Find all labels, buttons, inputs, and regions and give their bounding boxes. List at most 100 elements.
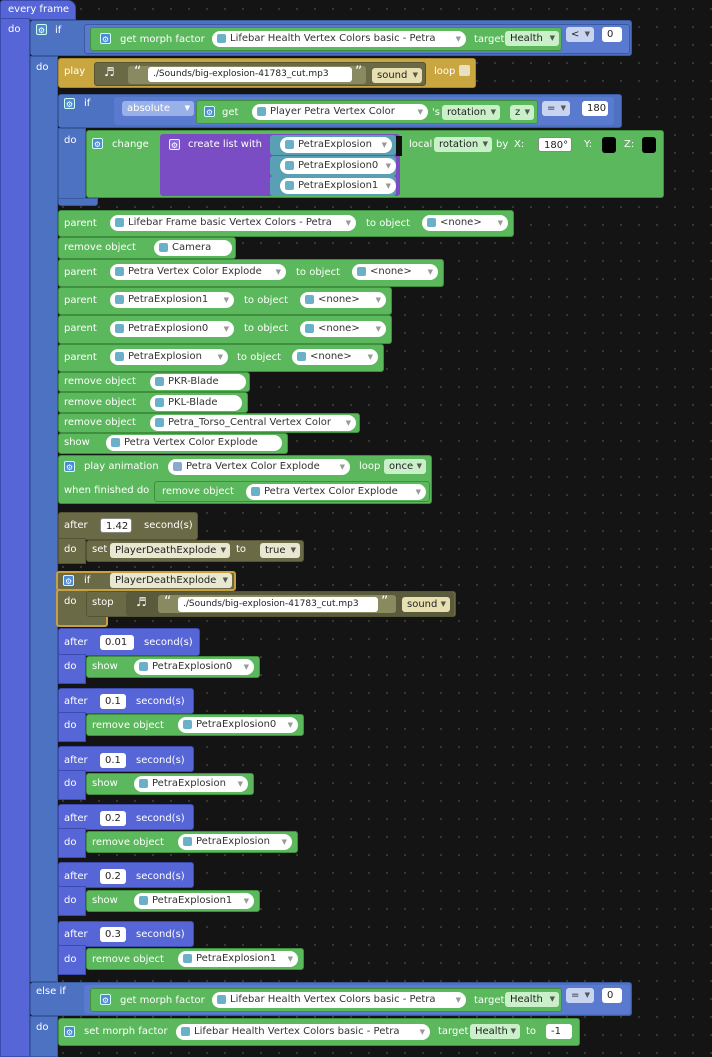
object-icon <box>115 218 124 227</box>
show-explosion1-dropdown[interactable]: PetraExplosion1▼ <box>134 893 254 909</box>
remove-object-label-5: remove object <box>162 486 234 497</box>
parent-label-5: parent <box>64 352 97 363</box>
y-empty-slot[interactable] <box>602 137 616 153</box>
lifebar-frame-dropdown[interactable]: Lifebar Frame basic Vertex Colors - Petr… <box>110 215 356 231</box>
t001-input[interactable]: 0.01 <box>100 635 134 650</box>
petra-explosion0-text: PetraExplosion0 <box>298 160 379 171</box>
none-dropdown-3[interactable]: <none>▼ <box>300 292 386 308</box>
after-03-block[interactable] <box>58 921 194 947</box>
zero-input[interactable]: 0 <box>602 27 622 42</box>
object-icon <box>297 352 306 361</box>
list-end-notch <box>396 136 402 156</box>
set-lifebar-dropdown[interactable]: Lifebar Health Vertex Colors basic - Pet… <box>176 1024 430 1040</box>
remove-explosion-dropdown[interactable]: PetraExplosion▼ <box>178 834 292 850</box>
petra-explosion0-dropdown[interactable]: PetraExplosion0▼ <box>280 158 396 174</box>
after-01-block[interactable] <box>58 688 194 714</box>
pkl-blade-dropdown[interactable]: PKL-Blade <box>150 395 242 411</box>
once-dropdown[interactable]: once▼ <box>384 459 426 474</box>
show-vertex-explode-dropdown[interactable]: Petra Vertex Color Explode <box>106 435 282 451</box>
get-gear-icon[interactable]: ⚙ <box>204 106 215 117</box>
petra-explosion1-dropdown[interactable]: PetraExplosion1▼ <box>280 178 396 194</box>
t142-input[interactable]: 1.42 <box>100 518 132 533</box>
inner-if-gear-icon[interactable]: ⚙ <box>64 98 75 109</box>
after-do-label-2: do <box>64 661 77 672</box>
anim-dropdown[interactable]: Petra Vertex Color Explode▼ <box>168 459 350 475</box>
else-get-morph-gear-icon[interactable]: ⚙ <box>100 994 111 1005</box>
op-lt-dropdown[interactable]: <▼ <box>566 27 594 42</box>
sound-dropdown[interactable]: sound▼ <box>372 68 422 83</box>
if-death-gear-icon[interactable]: ⚙ <box>63 575 74 586</box>
loop-checkbox[interactable] <box>459 65 470 76</box>
op-eq-dropdown[interactable]: =▼ <box>542 101 570 116</box>
show-explosion0-dropdown[interactable]: PetraExplosion0▼ <box>134 659 254 675</box>
none-dropdown-4[interactable]: <none>▼ <box>300 321 386 337</box>
object-icon <box>155 398 164 407</box>
show-label-4: show <box>92 895 118 906</box>
chevron-down-icon: ▼ <box>510 1027 516 1035</box>
none-dropdown-2[interactable]: <none>▼ <box>352 264 438 280</box>
object-icon <box>139 896 148 905</box>
t01-input[interactable]: 0.1 <box>100 694 126 709</box>
player-petra-dropdown[interactable]: Player Petra Vertex Color▼ <box>252 104 428 120</box>
remove-explode-dropdown[interactable]: Petra Vertex Color Explode▼ <box>246 484 426 500</box>
petra-vertex-explode-dropdown[interactable]: Petra Vertex Color Explode▼ <box>110 264 286 280</box>
after-02b-block[interactable] <box>58 862 194 888</box>
seconds-label-7: second(s) <box>136 929 185 940</box>
if-gear-icon[interactable]: ⚙ <box>36 24 47 35</box>
else-op-eq-dropdown[interactable]: =▼ <box>566 988 594 1003</box>
after-01b-block[interactable] <box>58 746 194 772</box>
else-health-dropdown[interactable]: Health▼ <box>505 992 559 1007</box>
else-lifebar-dropdown[interactable]: Lifebar Health Vertex Colors basic - Pet… <box>212 992 466 1008</box>
petra-explosion-dropdown[interactable]: PetraExplosion▼ <box>280 137 392 153</box>
z-label: Z: <box>624 139 635 150</box>
rotation-dropdown[interactable]: rotation▼ <box>442 105 500 120</box>
none-dropdown-5[interactable]: <none>▼ <box>292 349 378 365</box>
remove-explosion0-dropdown[interactable]: PetraExplosion0▼ <box>178 717 298 733</box>
every-frame-event[interactable] <box>0 0 76 20</box>
t01b-input[interactable]: 0.1 <box>100 753 126 768</box>
if-death-var-dropdown[interactable]: PlayerDeathExplode▼ <box>110 573 232 588</box>
else-get-morph-label: get morph factor <box>120 995 205 1006</box>
absolute-dropdown[interactable]: absolute▼ <box>122 101 194 116</box>
after-02-block[interactable] <box>58 804 194 830</box>
else-lifebar-text: Lifebar Health Vertex Colors basic - Pet… <box>230 994 436 1005</box>
petra-torso-dropdown[interactable]: Petra_Torso_Central Vertex Color▼ <box>150 415 356 431</box>
deg180-input[interactable]: 180° <box>538 137 572 152</box>
n180-input[interactable]: 180 <box>582 101 608 116</box>
after-do-label: do <box>64 544 77 555</box>
parent-explosion0-dropdown[interactable]: PetraExplosion0▼ <box>110 321 234 337</box>
z-text: z <box>515 107 521 118</box>
object-icon <box>183 837 192 846</box>
chevron-down-icon: ▼ <box>223 296 229 304</box>
sound-dropdown-2[interactable]: sound▼ <box>402 597 450 612</box>
list-gear-icon[interactable]: ⚙ <box>169 139 180 150</box>
none-dropdown-1[interactable]: <none>▼ <box>422 215 508 231</box>
else-zero-input[interactable]: 0 <box>602 988 622 1003</box>
sound-path-input[interactable]: ./Sounds/big-explosion-41783_cut.mp3 <box>148 67 352 82</box>
z-dropdown[interactable]: z▼ <box>510 105 534 120</box>
get-morph-gear-icon[interactable]: ⚙ <box>100 33 111 44</box>
sound-path-input-2[interactable]: ./Sounds/big-explosion-41783_cut.mp3 <box>178 597 378 612</box>
parent-explosion1-dropdown[interactable]: PetraExplosion1▼ <box>110 292 234 308</box>
t02-input[interactable]: 0.2 <box>100 811 126 826</box>
pkr-blade-dropdown[interactable]: PKR-Blade <box>150 374 246 390</box>
parent-explosion-dropdown[interactable]: PetraExplosion▼ <box>110 349 228 365</box>
t02b-input[interactable]: 0.2 <box>100 869 126 884</box>
z-empty-slot[interactable] <box>642 137 656 153</box>
death-explode-var-dropdown[interactable]: PlayerDeathExplode▼ <box>110 543 230 558</box>
after-do-label-6: do <box>64 895 77 906</box>
to-object-label-2: to object <box>296 267 341 278</box>
camera-dropdown[interactable]: Camera <box>154 240 232 256</box>
remove-explosion1-dropdown[interactable]: PetraExplosion1▼ <box>178 951 298 967</box>
t03-input[interactable]: 0.3 <box>100 927 126 942</box>
rotation2-dropdown[interactable]: rotation▼ <box>434 137 492 152</box>
change-gear-icon[interactable]: ⚙ <box>92 138 103 149</box>
lifebar-health-dropdown[interactable]: Lifebar Health Vertex Colors basic - Pet… <box>212 31 466 47</box>
set-health-dropdown[interactable]: Health▼ <box>470 1024 520 1039</box>
neg1-input[interactable]: -1 <box>546 1024 572 1039</box>
true-dropdown[interactable]: true▼ <box>260 543 300 558</box>
anim-gear-icon[interactable]: ⚙ <box>64 461 75 472</box>
set-morph-gear-icon[interactable]: ⚙ <box>64 1026 75 1037</box>
show-explosion-dropdown[interactable]: PetraExplosion▼ <box>134 776 248 792</box>
health-dropdown[interactable]: Health▼ <box>505 31 559 46</box>
